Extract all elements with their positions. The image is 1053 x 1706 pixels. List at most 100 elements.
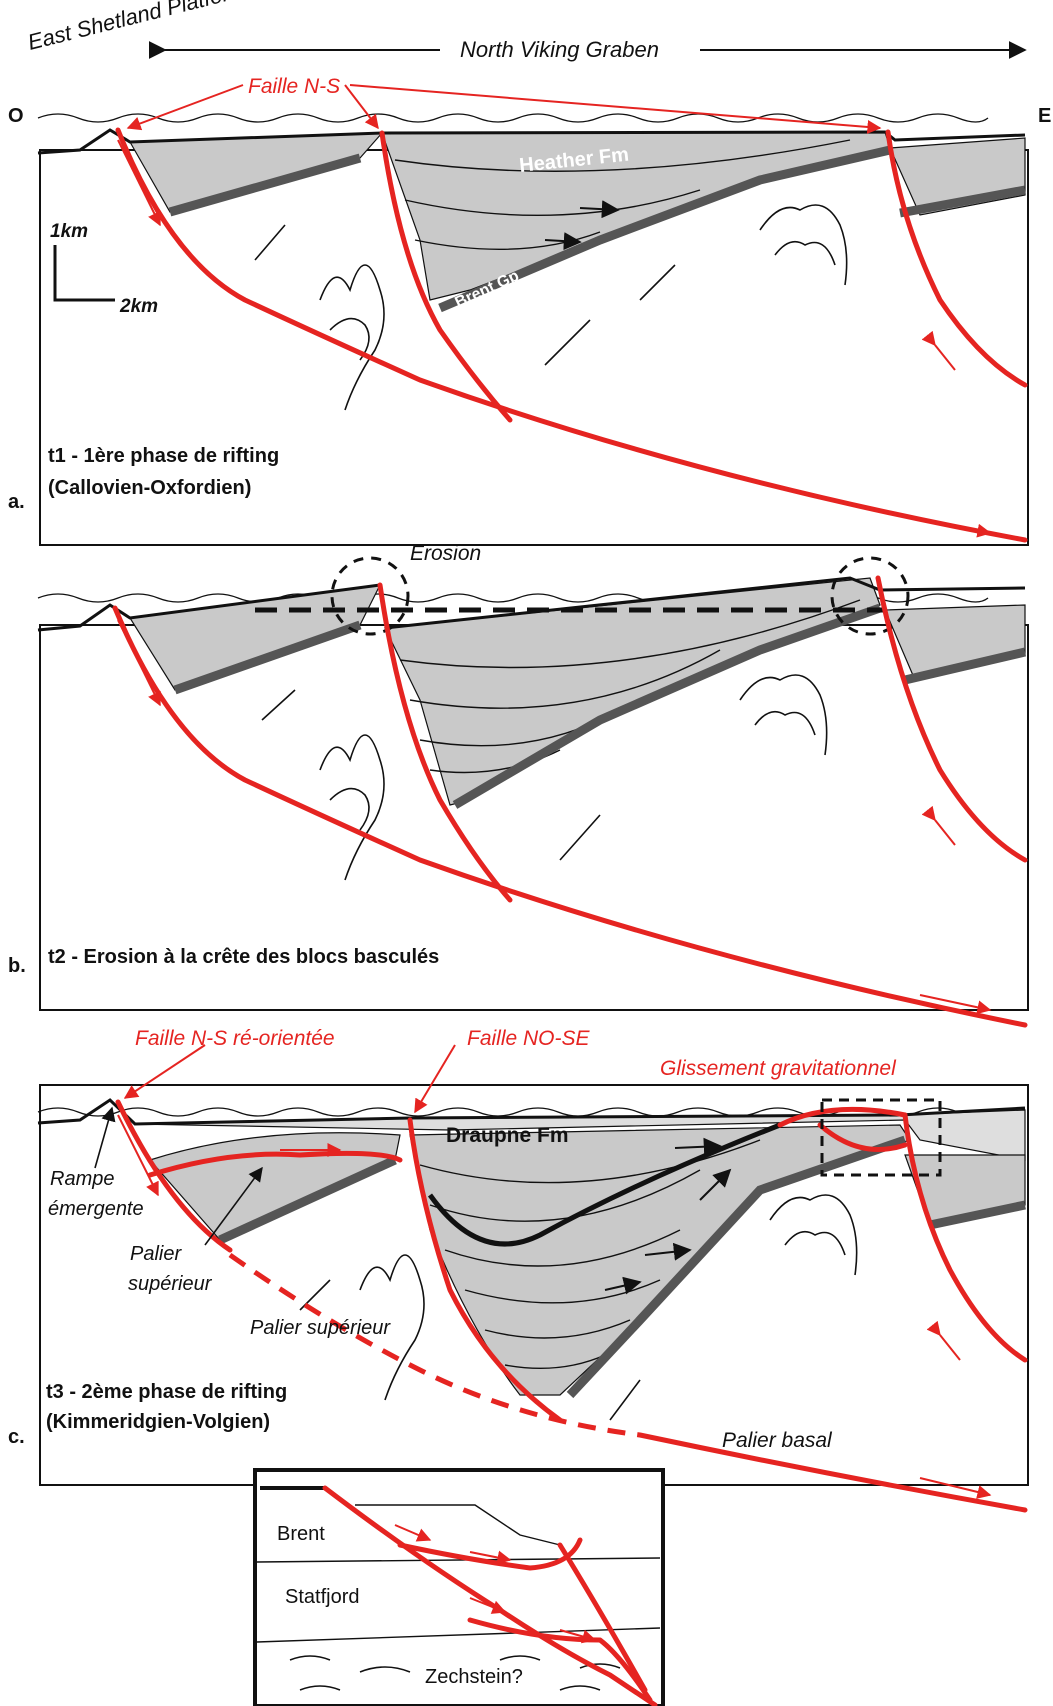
onlap-arrow-c-2 [699,1168,732,1201]
graben-label: North Viking Graben [460,37,659,62]
fault-nose-arrow [414,1044,456,1114]
basement-fold-b-1 [319,734,385,881]
palier-superieur-west [147,1150,403,1178]
scale-horizontal: 2km [119,296,158,317]
fault-label-arrow-a-1 [126,84,244,131]
panel-a-letter: a. [8,491,25,513]
inset-bed-2 [256,1557,661,1563]
bed-a-1 [394,139,851,172]
fracture-a-3 [639,264,676,301]
panel-c-letter: c. [8,1426,25,1448]
fault-ns-reoriented-arrow [123,1044,206,1099]
basement-fold-b-3 [739,674,828,756]
erosion-label: Erosion [410,542,481,565]
fault-ns-reoriented-label: Faille N-S ré-orientée [135,1027,335,1050]
west-label: O [8,105,24,127]
brent-east-a [899,185,1026,218]
fracture-a-1 [254,224,286,261]
fault-ns-east-a [885,129,1028,388]
fault-label-arrow-a-2 [344,84,379,130]
palier-pointer [204,1166,263,1246]
basement-fold-a-3 [759,204,848,286]
fault-nose-label: Faille NO-SE [467,1027,591,1050]
caption-c-1: t3 - 2ème phase de rifting [46,1381,287,1403]
fault-label-arrow-a-3 [349,84,882,134]
inset-arrow-2 [469,1550,512,1565]
basement-fold-a-2 [329,317,370,361]
fracture-c-2 [609,1379,641,1421]
basement-fold-c-1 [359,1254,425,1401]
basement-fold-a-1 [319,264,385,411]
caption-b: t2 - Erosion à la crête des blocs bascul… [48,946,439,968]
bed-b-2 [409,649,721,709]
slip-arrow-c-1 [117,1114,159,1197]
slip-arrow-b-1 [117,619,161,707]
basin-fill-a [381,131,891,301]
inset-brent-label: Brent [277,1523,325,1545]
inset-bed-1 [355,1504,561,1546]
inset: Brent Statfjord Zechstein? [253,1468,665,1706]
inset-splay-2 [557,1542,648,1693]
panel-c: Faille N-S ré-orientée Faille NO-SE Glis… [8,1027,1029,1513]
panel-a: Faille N-S Heather Fm Brent Gp 1km 2km t… [8,75,1029,546]
inset-arrow-1 [394,1524,432,1542]
basement-fold-b-2 [329,787,370,831]
fault-east-b [875,575,1028,863]
brent-east-b [903,647,1027,685]
header: East Shetland Platform North Viking Grab… [8,0,1051,127]
fracture-b-2 [559,814,601,861]
brent-east-c [929,1200,1026,1230]
bed-c-6 [504,1354,606,1370]
caption-a-1: t1 - 1ère phase de rifting [48,445,279,467]
glissement-box [820,1098,942,1177]
bed-c-3 [444,1229,681,1267]
slip-arrow-a-2 [921,330,956,371]
brent-centre-a [438,145,892,313]
basement-fold-b-4 [754,710,816,736]
palier-label-2: supérieur [128,1273,213,1295]
wedge-west-a [128,132,384,213]
fault-west-c-basal [637,1432,1028,1513]
east-label: E [1038,105,1051,127]
fracture-c-1 [299,1279,331,1311]
erosion-circle-1 [330,556,410,636]
inset-arrow-3 [469,1597,507,1614]
inset-zechstein-label: Zechstein? [425,1666,523,1688]
slip-arrow-b-3 [919,994,992,1015]
bed-c-1 [419,1139,761,1184]
bed-a-2 [404,189,701,217]
bed-c-5 [484,1319,631,1339]
fault-centre-b [377,582,513,903]
fault-west-b [112,605,1028,1028]
fault-nose-centre-c [407,1117,563,1423]
rampe-pointer [94,1106,116,1169]
slip-arrow-c-3 [926,1320,961,1361]
inset-statfjord-label: Statfjord [285,1586,359,1608]
fracture-b-1 [261,689,296,721]
basement-fold-c-3 [784,1230,846,1256]
palier-label-1: Palier [130,1243,182,1265]
onlap-arrow-c-3 [644,1242,692,1261]
top-horizon-b-west [37,583,381,632]
slip-arrow-a-3 [919,519,992,538]
palier-superieur-label: Palier supérieur [250,1317,391,1339]
onlap-arrow-a-2 [544,232,582,251]
scale-bar [53,245,115,302]
inset-zechstein-marks [289,1655,621,1691]
fracture-a-2 [544,319,591,366]
brent-centre-b [452,603,882,809]
slip-arrow-c-4 [919,1477,992,1499]
palier-basal-label: Palier basal [722,1429,833,1452]
fault-east-c [902,1112,1028,1363]
scale-vertical: 1km [50,221,88,242]
glissement-slide-2 [817,1122,908,1152]
caption-c-2: (Kimmeridgien-Volgien) [46,1411,270,1433]
onlap-arrow-a-1 [579,200,620,219]
panel-b-letter: b. [8,955,26,977]
basement-fold-a-4 [774,240,836,266]
fault-ns-label: Faille N-S [248,75,340,98]
glissement-slide-1 [777,1106,908,1128]
brent-centre-c [566,1135,907,1399]
brent-west-b [173,620,362,695]
platform-label: East Shetland Platform [25,0,249,55]
